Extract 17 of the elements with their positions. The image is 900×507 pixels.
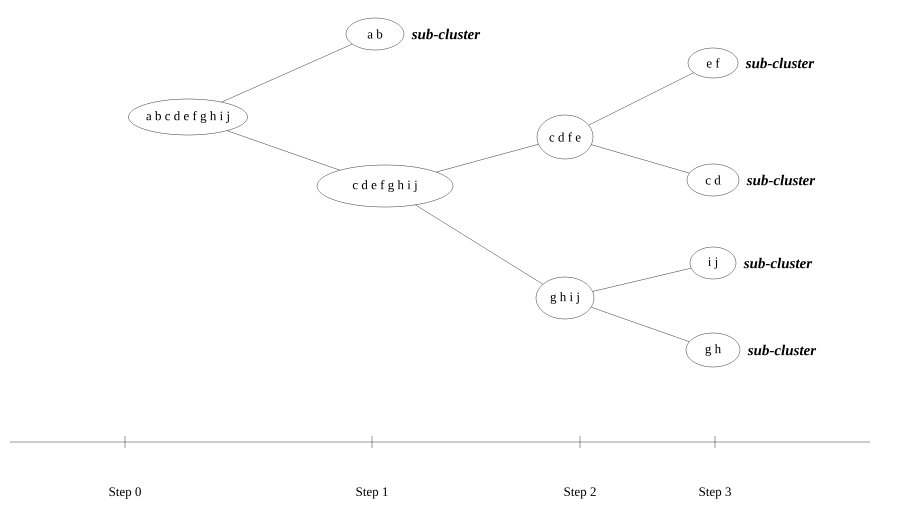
step-label: Step 2: [564, 487, 596, 499]
connector-line: [592, 268, 692, 292]
cluster-note: sub-cluster: [746, 174, 816, 186]
connector-line: [436, 144, 539, 172]
connector-line: [415, 204, 544, 284]
cluster-note: sub-cluster: [744, 258, 812, 268]
cluster-note: sub-cluster: [412, 28, 480, 40]
step-label: Step 3: [699, 487, 731, 499]
connector-line: [227, 130, 340, 170]
step-label: Step 1: [356, 487, 388, 499]
connector-line: [591, 307, 690, 342]
connector-line: [588, 72, 694, 126]
step-label: Step 0: [109, 487, 141, 499]
cluster-note: sub-cluster: [748, 344, 816, 356]
connector-line: [222, 44, 352, 102]
cluster-note: sub-cluster: [746, 58, 814, 68]
connector-line: [591, 144, 690, 174]
